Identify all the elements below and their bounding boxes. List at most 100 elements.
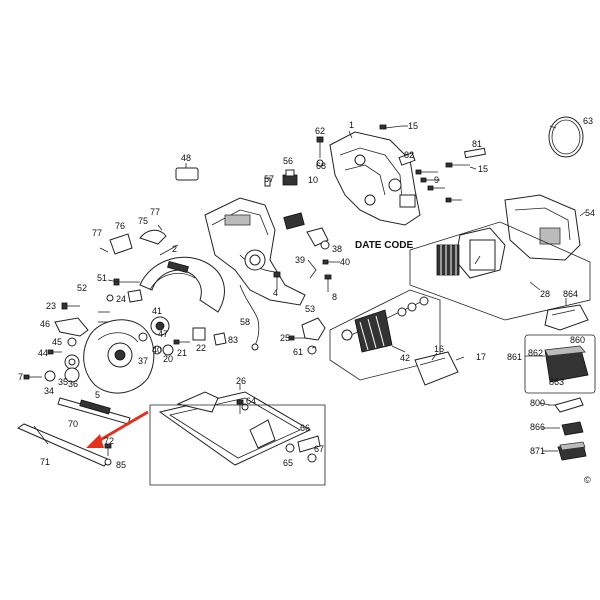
switch-7 — [283, 212, 305, 230]
label-65: 65 — [283, 458, 293, 468]
label-2: 2 — [172, 244, 177, 254]
label-48: 48 — [181, 153, 191, 163]
part-76 — [109, 233, 133, 255]
label-75: 75 — [138, 216, 148, 226]
label-7: 7 — [18, 372, 23, 382]
lever-66 — [297, 435, 321, 453]
label-53: 53 — [305, 304, 315, 314]
spring-39 — [307, 259, 317, 279]
label-800: 800 — [530, 398, 545, 408]
label-46: 46 — [40, 319, 50, 329]
label-68: 68 — [316, 161, 326, 171]
label-16: 16 — [434, 344, 444, 354]
label-863: 863 — [549, 377, 564, 387]
label-17: 17 — [476, 352, 486, 362]
knob-65 — [285, 443, 295, 453]
bracket-53 — [301, 317, 326, 341]
label-54: 54 — [585, 208, 595, 218]
upper-guard-2 — [139, 256, 225, 313]
label-62: 62 — [315, 126, 325, 136]
label-72: 72 — [104, 436, 114, 446]
label-82: 82 — [404, 150, 414, 160]
nut-34 — [44, 370, 56, 382]
label-23: 23 — [46, 301, 56, 311]
part-24 — [127, 289, 143, 303]
spindle-47 — [150, 316, 170, 336]
pin-77b — [157, 224, 163, 231]
part-45 — [67, 337, 77, 347]
label-77b: 77 — [150, 207, 160, 217]
screws-15 — [379, 124, 477, 170]
label-76: 76 — [115, 221, 125, 231]
wire-58 — [239, 284, 260, 346]
label-45: 45 — [52, 337, 62, 347]
main-housing — [204, 197, 306, 306]
cord-38 — [306, 227, 330, 250]
label-10: 10 — [308, 175, 318, 185]
pin-77a — [99, 247, 109, 253]
washer-36 — [64, 367, 80, 383]
label-85: 85 — [116, 460, 126, 470]
motor-group-outline — [409, 221, 591, 321]
label-71: 71 — [40, 457, 50, 467]
label-37: 37 — [138, 356, 148, 366]
label-15b: 15 — [478, 164, 488, 174]
motor-housing — [329, 131, 421, 226]
label-35: 35 — [58, 377, 68, 387]
battery-charger-864 — [544, 304, 589, 331]
label-40a: 40 — [340, 257, 350, 267]
battery-pack-862 — [544, 345, 589, 383]
label-66: 66 — [300, 423, 310, 433]
label-44: 44 — [38, 348, 48, 358]
part-57 — [264, 177, 271, 187]
part-75 — [139, 229, 167, 245]
label-38: 38 — [332, 244, 342, 254]
date-code-label: DATE CODE — [355, 240, 413, 251]
part-82 — [398, 152, 416, 166]
label-39: 39 — [295, 255, 305, 265]
label-51: 51 — [97, 273, 107, 283]
accessory-871 — [557, 441, 587, 461]
label-871: 871 — [530, 446, 545, 456]
part-68 — [316, 159, 324, 167]
label-860: 860 — [570, 335, 585, 345]
label-36: 36 — [68, 379, 78, 389]
washer-40 — [152, 345, 162, 355]
label-64: 64 — [246, 396, 256, 406]
label-77a: 77 — [92, 228, 102, 238]
label-25: 25 — [280, 333, 290, 343]
base-shoe-26 — [158, 391, 312, 466]
part-labels: 1 2 4 5 7 8 9 10 15 15 16 17 20 21 22 23… — [18, 116, 595, 485]
label-864: 864 — [563, 289, 578, 299]
accessory-800 — [548, 397, 584, 413]
screws-9 — [415, 169, 462, 203]
label-61: 61 — [293, 347, 303, 357]
label-20: 20 — [163, 354, 173, 364]
label-34: 34 — [44, 386, 54, 396]
motor-stator — [436, 227, 506, 279]
o-ring-63 — [548, 116, 584, 158]
label-15a: 15 — [408, 121, 418, 131]
label-861: 861 — [507, 352, 522, 362]
leader-lines — [107, 125, 586, 452]
label-83 — [213, 332, 227, 346]
label-4: 4 — [273, 288, 278, 298]
lever-46 — [54, 317, 89, 337]
copyright-mark: © — [584, 475, 591, 485]
label-866: 866 — [530, 422, 545, 432]
label-83: 83 — [228, 335, 238, 345]
pin-52 — [106, 294, 114, 302]
part-37 — [138, 332, 148, 342]
field-assembly-54 — [504, 194, 581, 261]
washer-61 — [307, 345, 317, 355]
label-9: 9 — [434, 175, 439, 185]
part-56 — [282, 169, 298, 186]
label-24: 24 — [116, 294, 126, 304]
armature-42 — [341, 296, 429, 353]
label-42: 42 — [400, 353, 410, 363]
label-40b: 40 — [152, 345, 162, 355]
handle-grip-16 — [414, 351, 459, 386]
lower-guard-5 — [83, 319, 155, 394]
label-81: 81 — [472, 139, 482, 149]
